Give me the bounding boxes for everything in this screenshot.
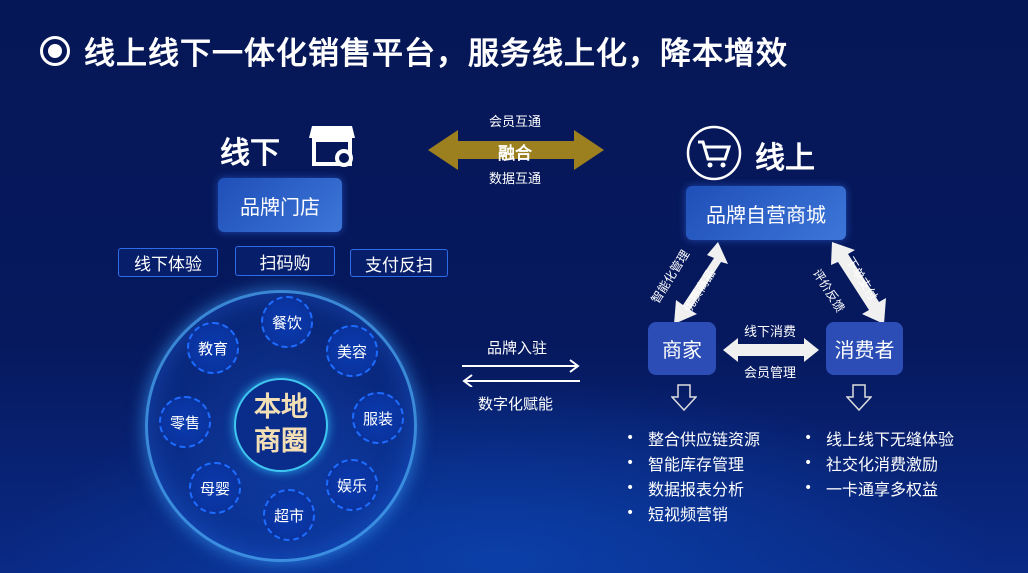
label-digital-empower: 数字化赋能 <box>478 395 554 413</box>
store-icon <box>309 126 355 167</box>
tag-offline-experience: 线下体验 <box>118 248 218 277</box>
triangle-arrows <box>674 242 886 324</box>
label-brand-entry: 品牌入驻 <box>487 339 548 357</box>
center-text-line1: 本地 <box>254 392 308 423</box>
offline-label: 线下 <box>220 136 280 171</box>
merchant-box: 商家 <box>648 322 716 375</box>
category-entertainment: 娱乐 <box>326 459 378 511</box>
bidirectional-arrows <box>462 359 580 387</box>
list-item: •社交化消费激励 <box>804 454 939 474</box>
merge-center-label: 融合 <box>498 144 532 164</box>
double-arrow-merchant-consumer <box>723 338 819 362</box>
tag-scan-buy: 扫码购 <box>235 246 335 276</box>
tag-payment-scan: 支付反扫 <box>350 249 448 277</box>
radio-bullet-icon <box>40 35 70 66</box>
list-item: •一卡通享多权益 <box>804 479 939 499</box>
list-item: •短视频营销 <box>626 504 729 524</box>
list-item: •智能库存管理 <box>626 454 745 474</box>
category-education: 教育 <box>187 322 239 374</box>
brand-store-box: 品牌门店 <box>218 178 342 232</box>
double-arrow-merge <box>428 130 604 170</box>
online-label: 线上 <box>755 141 815 176</box>
category-maternal-baby: 母婴 <box>189 462 241 514</box>
category-catering: 餐饮 <box>261 296 313 348</box>
merge-bottom-label: 数据互通 <box>488 172 541 187</box>
list-item: •整合供应链资源 <box>626 429 761 449</box>
consumer-feature-list: •线上线下无缝体验 •社交化消费激励 •一卡通享多权益 <box>804 425 954 500</box>
cart-icon <box>686 125 742 181</box>
slide-title: 线上线下一体化销售平台，服务线上化，降本增效 <box>40 28 788 73</box>
brand-mall-box: 品牌自营商城 <box>686 186 846 240</box>
list-item: •数据报表分析 <box>626 479 745 499</box>
title-text: 线上线下一体化销售平台，服务线上化，降本增效 <box>84 36 788 72</box>
category-supermarket: 超市 <box>263 489 315 541</box>
label-member-management: 会员管理 <box>743 366 796 381</box>
list-item: •线上线下无缝体验 <box>804 429 955 449</box>
consumer-box: 消费者 <box>826 322 903 375</box>
down-arrow-icon <box>671 384 697 412</box>
merchant-feature-list: •整合供应链资源 •智能库存管理 •数据报表分析 •短视频营销 <box>626 425 760 525</box>
down-arrow-icon <box>846 384 872 412</box>
center-text-line2: 商圈 <box>254 426 308 457</box>
merge-top-label: 会员互通 <box>488 115 541 130</box>
category-beauty: 美容 <box>326 325 378 377</box>
category-retail: 零售 <box>159 396 211 448</box>
category-clothing: 服装 <box>352 392 404 444</box>
center-circle: 本地 商圈 <box>234 378 328 472</box>
label-offline-consume: 线下消费 <box>743 325 796 340</box>
